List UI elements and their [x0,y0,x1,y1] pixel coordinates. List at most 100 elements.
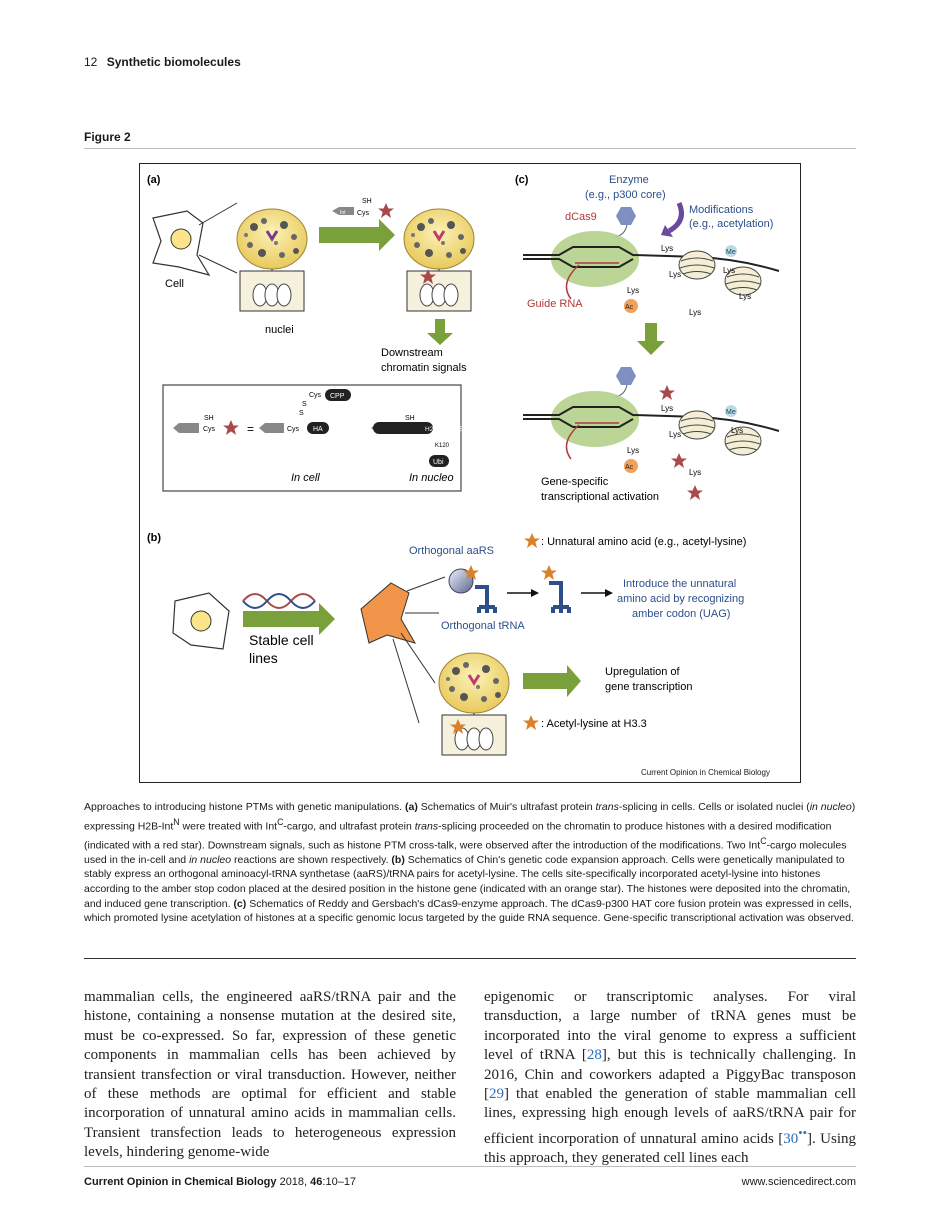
orange-star-icon [541,565,557,580]
trna-icon [475,585,497,613]
modifications-label-1: Modifications [689,204,754,216]
introduce-label-3: amber codon (UAG) [632,608,730,620]
svg-text:Int: Int [340,210,346,216]
cell-nucleus-a [170,228,192,250]
nuclei-label: nuclei [265,324,294,336]
reference-link[interactable]: 29 [489,1086,504,1103]
reference-link[interactable]: 28 [586,1047,602,1064]
green-arrow-stable [243,603,335,635]
modifications-label-2: (e.g., acetylation) [689,218,773,230]
svg-text:Cys: Cys [309,392,322,399]
svg-text:Lys: Lys [723,266,735,275]
me-mark: Me [726,249,736,256]
orthogonal-trna-label: Orthogonal tRNA [441,620,525,632]
figure-frame [139,163,801,783]
dcas9-blob [551,231,639,287]
svg-text:Cys: Cys [203,426,216,433]
green-arrow-down-c [637,323,665,355]
svg-text:Lys: Lys [627,446,639,455]
charged-trna-icon [549,581,571,613]
figure-credit: Current Opinion in Chemical Biology [641,768,770,777]
svg-text:Lys: Lys [689,308,701,317]
svg-text:Lys: Lys [731,426,743,435]
svg-text:S: S [302,401,307,408]
running-title: Synthetic biomolecules [106,55,241,69]
caption-bottom-rule [84,958,856,959]
histone-box-left [239,270,305,312]
svg-text:SH: SH [362,198,372,205]
svg-text:Lys: Lys [661,404,673,413]
green-arrow-upregulation [523,665,581,697]
nucleosome-1 [678,250,716,280]
svg-text:Cys: Cys [357,210,370,217]
gene-specific-label-2: transcriptional activation [541,491,659,503]
orange-star-icon [524,533,540,548]
svg-text:Me: Me [726,409,736,416]
footer-url[interactable]: www.sciencedirect.com [741,1176,856,1188]
h2b-tag: H2B(118-125) [425,426,465,433]
enzyme-hexagon-icon [616,367,636,385]
orthogonal-aars-label: Orthogonal aaRS [409,545,494,557]
engineered-cell [360,582,417,644]
figure-caption: Approaches to introducing histone PTMs w… [84,801,856,925]
enzyme-label-1: Enzyme [609,174,649,186]
red-star-icon [687,485,703,500]
svg-text:Lys: Lys [669,270,681,279]
orange-star-icon [523,715,539,730]
introduce-label-2: amino acid by recognizing [617,593,744,605]
reference-link[interactable]: 30 [783,1130,799,1147]
panel-a-tag: (a) [147,174,161,186]
cell-label: Cell [165,278,184,290]
panel-c-tag: (c) [515,174,529,186]
cargo-inset-box [162,384,462,492]
svg-text:Lys: Lys [689,468,701,477]
ubi-tag: Ubi [433,459,444,466]
stable-cell-label-2: lines [249,650,278,666]
histone-box-right [406,270,472,312]
gene-specific-label-1: Gene-specific [541,476,609,488]
acetyl-lysine-legend: : Acetyl-lysine at H3.3 [541,718,647,730]
cpp-tag: CPP [330,393,345,400]
red-star-icon [671,453,687,468]
svg-text:SH: SH [204,415,214,422]
upregulation-label-2: gene transcription [605,681,692,693]
introduce-label-1: Introduce the unnatural [623,578,736,590]
svg-text:SH: SH [405,415,415,422]
upregulation-label-1: Upregulation of [605,666,681,678]
aars-enzyme-icon [448,568,474,594]
downstream-label-2: chromatin signals [381,362,467,374]
unnatural-aa-legend: : Unnatural amino acid (e.g., acetyl-lys… [541,536,746,548]
guide-rna-label: Guide RNA [527,298,583,310]
svg-text:Lys: Lys [661,244,673,253]
footer-rule [84,1166,856,1167]
svg-text:Lys: Lys [627,286,639,295]
red-star-icon [659,385,675,400]
body-column-left: mammalian cells, the engineered aaRS/tRN… [84,989,456,1161]
svg-text:Lys: Lys [739,292,751,301]
svg-text:=: = [247,422,254,436]
figure-illustration: (a) Cell nuclei Int SH Cys Downstream ch… [147,174,780,756]
green-arrow-right-a [319,219,395,251]
enzyme-label-2: (e.g., p300 core) [585,189,666,201]
svg-text:Lys: Lys [669,430,681,439]
body-column-right: epigenomic or transcriptomic analyses. F… [484,989,856,1167]
footer-citation: Current Opinion in Chemical Biology 2018… [84,1176,357,1188]
svg-text:Ac: Ac [625,464,634,471]
svg-text:S: S [299,410,304,417]
in-nucleo-label: In nucleo [409,472,454,484]
dcas9-label: dCas9 [565,211,597,223]
running-header: 12 Synthetic biomolecules [84,55,241,69]
svg-text:Cys: Cys [287,426,300,433]
in-cell-label: In cell [291,472,320,484]
figure-label: Figure 2 [84,130,131,144]
page-number: 12 [84,55,98,69]
enzyme-hexagon-icon [616,207,636,225]
ac-mark: Ac [625,304,634,311]
downstream-label-1: Downstream [381,347,443,359]
modification-arrow-icon [667,201,684,234]
svg-text:K120: K120 [435,443,450,449]
dna-helix-icon [242,593,316,609]
red-star-icon [378,203,394,218]
panel-b-tag: (b) [147,532,161,544]
stable-cell-label-1: Stable cell [249,632,314,648]
